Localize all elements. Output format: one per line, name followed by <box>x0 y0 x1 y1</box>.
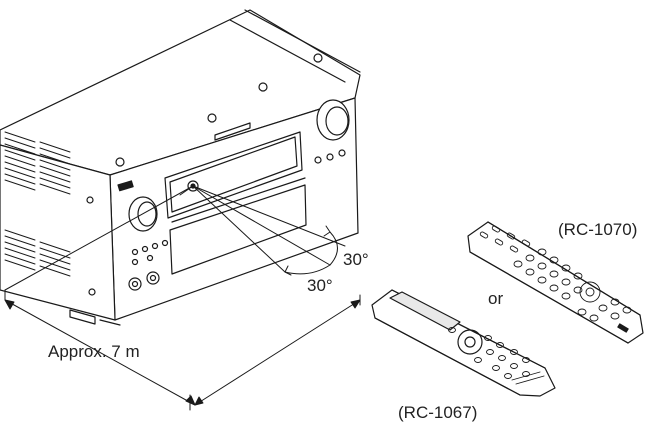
remote-control-rc-1067 <box>371 289 556 397</box>
or-label: or <box>488 289 504 308</box>
distance-dimension-line <box>4 289 361 411</box>
angle-label-lower: 30° <box>307 276 333 295</box>
angle-label-upper: 30° <box>343 250 369 269</box>
remote-control-rc-1070 <box>467 221 644 344</box>
distance-label: Approx. 7 m <box>48 342 140 361</box>
remote-model-label-rc-1067: (RC-1067) <box>398 403 478 422</box>
signal-range-lines <box>4 185 346 291</box>
remote-model-label-rc-1070: (RC-1070) <box>558 220 638 239</box>
av-receiver-illustration <box>0 9 361 326</box>
